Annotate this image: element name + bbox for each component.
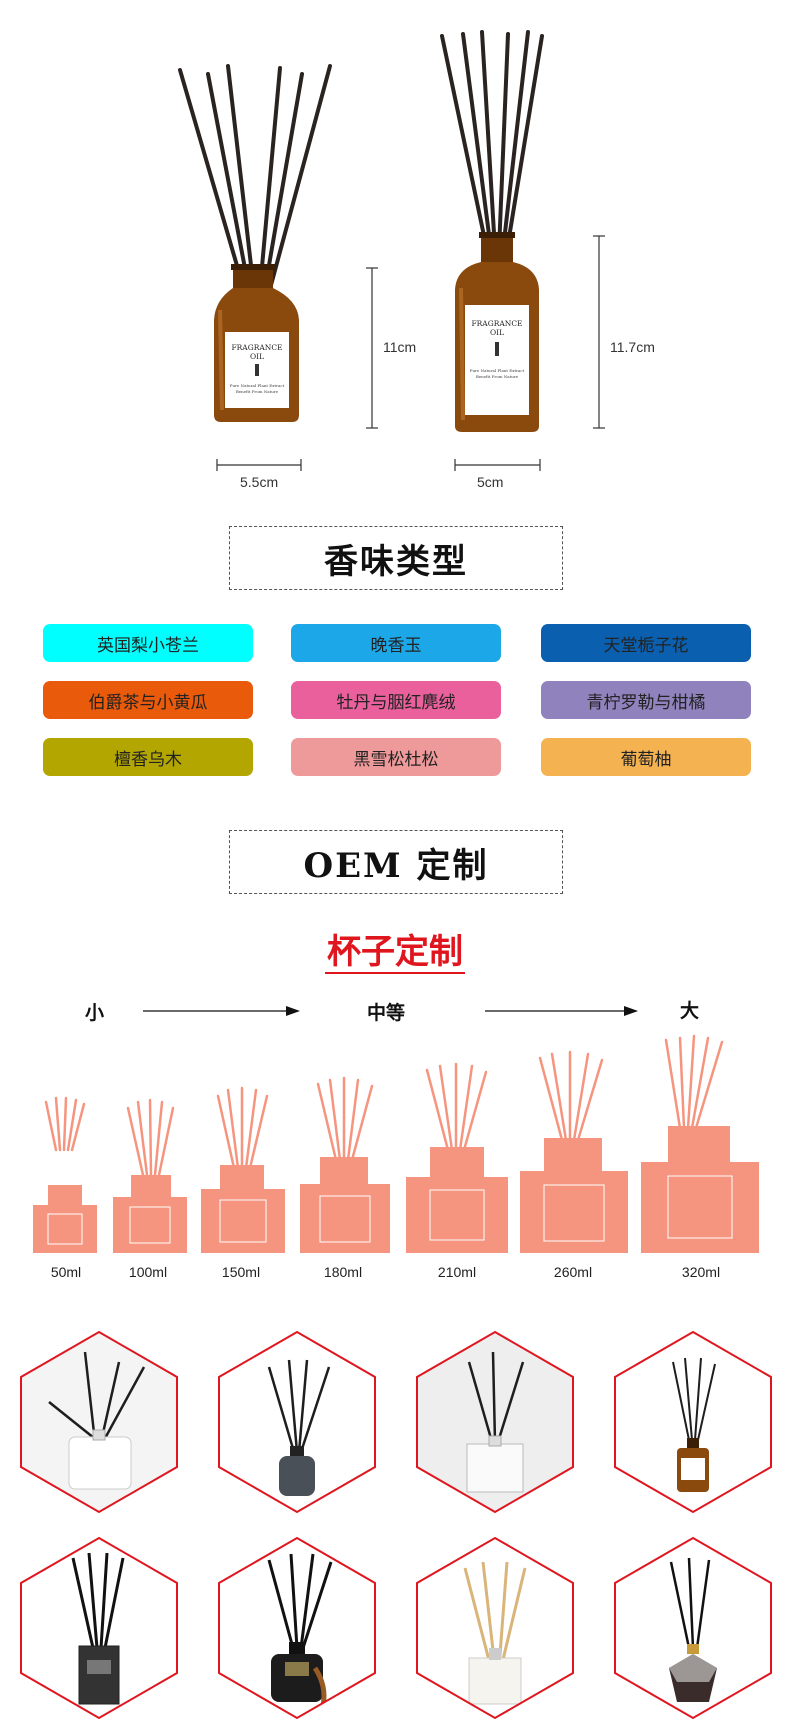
capacity-label: 320ml — [681, 1264, 721, 1280]
scent-pill: 檀香乌木 — [43, 738, 253, 776]
scent-section-title-box: 香味类型 — [229, 526, 563, 590]
product-gallery — [20, 1330, 772, 1720]
bottle1-width-label: 5.5cm — [240, 474, 279, 490]
cup-100ml — [113, 1098, 187, 1253]
svg-text:Pure Natural Plant Extract: Pure Natural Plant Extract — [230, 383, 285, 388]
product-hex-1 — [20, 1330, 178, 1514]
scent-pill: 伯爵茶与小黄瓜 — [43, 681, 253, 719]
cup-320ml — [641, 1034, 759, 1253]
capacity-label: 100ml — [128, 1264, 168, 1280]
scent-pill: 天堂栀子花 — [541, 624, 751, 662]
svg-text:Pure Natural Plant Extract: Pure Natural Plant Extract — [470, 368, 525, 373]
cup-260ml — [520, 1050, 628, 1253]
size-small-label: 小 — [85, 1002, 105, 1024]
product-hex-4 — [614, 1330, 772, 1514]
product-hex-7 — [416, 1536, 574, 1720]
oem-section-title-box: OEM 定制 — [229, 830, 563, 894]
capacity-label: 260ml — [553, 1264, 593, 1280]
cup-size-illustration — [33, 1034, 759, 1253]
scent-pill: 黑雪松杜松 — [291, 738, 501, 776]
svg-text:OIL: OIL — [250, 352, 264, 361]
scent-pill: 青柠罗勒与柑橘 — [541, 681, 751, 719]
scent-pill: 牡丹与胭红麂绒 — [291, 681, 501, 719]
bottle2-reeds — [440, 30, 544, 252]
scent-pill: 葡萄柚 — [541, 738, 751, 776]
product-hex-5 — [20, 1536, 178, 1720]
scent-pill: 英国梨小苍兰 — [43, 624, 253, 662]
scent-pill: 晚香玉 — [291, 624, 501, 662]
cup-50ml — [33, 1096, 97, 1253]
cup-210ml — [406, 1062, 508, 1253]
scent-section-title: 香味类型 — [324, 541, 468, 582]
cup-150ml — [201, 1086, 285, 1253]
svg-text:Benefit From Nature: Benefit From Nature — [476, 374, 519, 379]
svg-text:FRAGRANCE: FRAGRANCE — [471, 319, 522, 328]
bottle2: FRAGRANCE OIL Pure Natural Plant Extract… — [455, 232, 539, 432]
bottle2-width-label: 5cm — [477, 474, 504, 490]
product-hex-8 — [614, 1536, 772, 1720]
capacity-label: 180ml — [323, 1264, 363, 1280]
svg-text:OIL: OIL — [490, 328, 504, 337]
product-hex-2 — [218, 1330, 376, 1514]
capacity-label: 150ml — [221, 1264, 261, 1280]
svg-text:FRAGRANCE: FRAGRANCE — [231, 343, 282, 352]
oem-section-title: OEM 定制 — [303, 845, 489, 886]
cup-custom-title: 杯子定制 — [325, 932, 465, 974]
svg-text:Benefit From Nature: Benefit From Nature — [236, 389, 279, 394]
size-medium-label: 中等 — [367, 1002, 406, 1024]
product-hex-3 — [416, 1330, 574, 1514]
size-arrows — [143, 1006, 638, 1016]
dimension-illustration: FRAGRANCE OIL Pure Natural Plant Extract… — [178, 30, 605, 471]
bottle1-reeds — [178, 64, 332, 302]
capacity-label: 210ml — [437, 1264, 477, 1280]
bottle1-height-label: 11cm — [383, 339, 417, 355]
bottle2-height-label: 11.7cm — [610, 339, 655, 355]
capacity-label: 50ml — [50, 1264, 82, 1280]
dimension-section: FRAGRANCE OIL Pure Natural Plant Extract… — [0, 0, 790, 520]
size-large-label: 大 — [680, 1000, 700, 1022]
cup-180ml — [300, 1076, 390, 1253]
bottle1: FRAGRANCE OIL Pure Natural Plant Extract… — [214, 264, 299, 422]
product-hex-6 — [218, 1536, 376, 1720]
